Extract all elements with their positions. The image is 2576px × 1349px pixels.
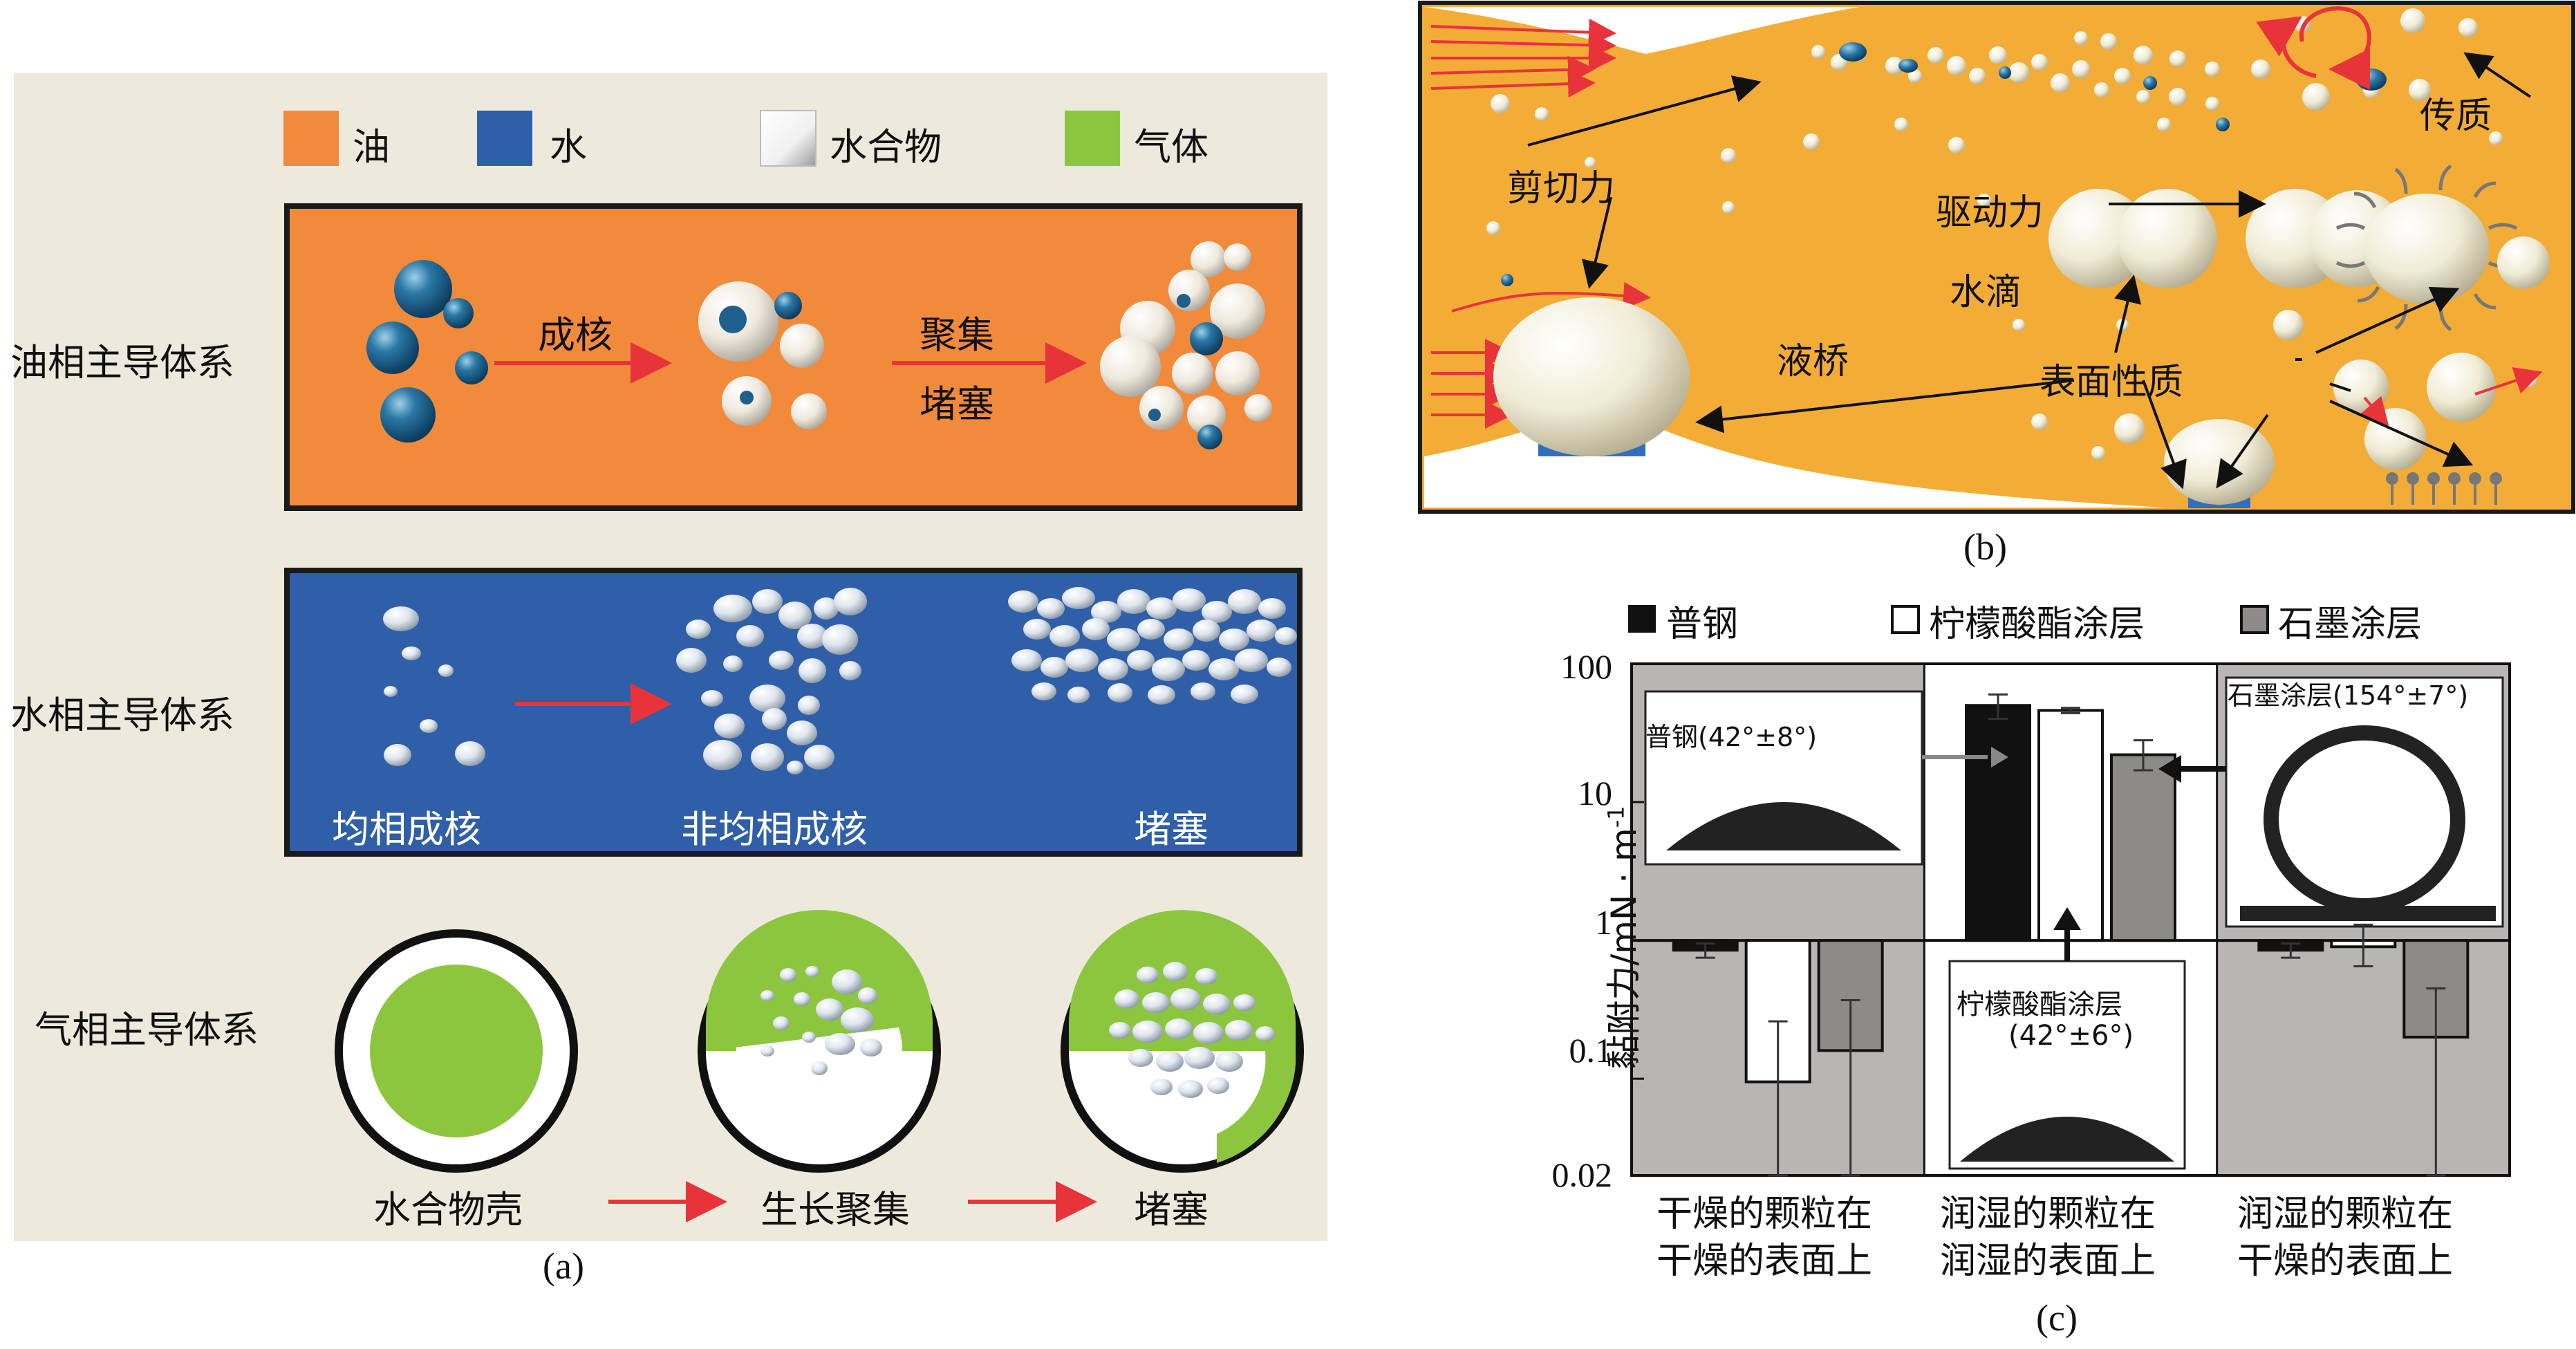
y-tick-10: 10 — [1578, 774, 1612, 812]
legend-oil-label: 油 — [353, 125, 390, 169]
oil-step-blockage: 堵塞 — [920, 382, 994, 426]
y-tick-0.02: 0.02 — [1551, 1155, 1613, 1194]
legend-gas-swatch — [1065, 111, 1120, 166]
caption-c: (c) — [2036, 1297, 2078, 1339]
surface-molecules — [2386, 472, 2502, 505]
bar-3-2 — [2110, 753, 2176, 942]
legend-graphite-label: 石墨涂层 — [2278, 604, 2423, 645]
mass-transfer-loop-1 — [2299, 6, 2371, 90]
inset-citrate-drop — [1960, 1117, 2174, 1162]
water-system-label: 水相主导体系 — [10, 694, 234, 737]
legend-gas-label: 气体 — [1134, 125, 1208, 169]
legend-hydrate-swatch — [760, 110, 816, 167]
gas-circle-3 — [1061, 910, 1304, 1173]
legend-hydrate-label: 水合物 — [830, 125, 942, 169]
bar-2-2 — [2037, 709, 2104, 942]
inset-steel-drop — [1666, 802, 1901, 850]
oil-water-droplets — [366, 260, 488, 443]
gas-stage-hydrate-shell: 水合物壳 — [373, 1188, 523, 1231]
label-mass-transfer: 传质 — [2420, 95, 2492, 137]
adhesion-chart — [1630, 662, 2511, 1177]
pipe-wall-top — [1424, 7, 1860, 54]
large-hydrate-particle — [1493, 297, 1690, 456]
mass-transfer-loop-2 — [2256, 16, 2317, 78]
coated-particle-core — [2364, 194, 2489, 304]
y-tick-1: 1 — [1595, 903, 1612, 942]
group-label-2-line-2: 润湿的表面上 — [1939, 1240, 2156, 1282]
particle-pair-left — [2048, 189, 2148, 288]
legend-citrate-swatch — [1891, 605, 1920, 634]
oil-hydrate-shells — [698, 281, 827, 429]
group-label-3-line-1: 润湿的颗粒在 — [2237, 1193, 2453, 1235]
group-label-2-line-1: 润湿的颗粒在 — [1939, 1193, 2156, 1235]
legend-water-swatch — [477, 111, 532, 166]
label-liquid-bridge: 液桥 — [1777, 341, 1849, 382]
inset-graphite-pointer-head — [2158, 755, 2181, 783]
water-homogeneous-nuclei — [383, 606, 485, 766]
legend-steel-swatch — [1628, 605, 1656, 633]
legend-graphite-swatch — [2240, 605, 2269, 634]
inset-graphite-surface — [2240, 906, 2496, 921]
water-blockage-cluster — [1008, 587, 1297, 705]
throat-cluster — [1811, 31, 2220, 131]
gas-stage-growth: 生长聚集 — [760, 1188, 910, 1231]
water-stage-heterogeneous: 非均相成核 — [681, 808, 868, 851]
inset-citrate-pointer-head — [2053, 907, 2081, 930]
label-shear-force: 剪切力 — [1507, 168, 1616, 210]
particle-pair-right — [2118, 189, 2217, 288]
label-surface-property: 表面性质 — [2040, 362, 2184, 403]
particle-path-arrow-2 — [2360, 396, 2389, 427]
legend-citrate-label: 柠檬酸酯涂层 — [1929, 604, 2145, 645]
particle-path-arrow — [2474, 367, 2543, 396]
label-driving-force: 驱动力 — [1936, 192, 2044, 234]
inset-steel-label: 普钢(42°±8°) — [1645, 722, 1818, 752]
inset-graphite-label: 石墨涂层(154°±7°) — [2228, 680, 2469, 711]
legend-oil-swatch — [283, 111, 339, 166]
gas-circle-1 — [335, 929, 578, 1173]
panel-b-graphics — [1418, 1, 2575, 514]
chart-frame — [1630, 662, 2511, 1177]
oil-system-label: 油相主导体系 — [10, 341, 234, 384]
y-tick-0.1: 0.1 — [1569, 1031, 1613, 1070]
panel-a-graphics — [14, 73, 1327, 1241]
water-stage-blockage: 堵塞 — [1134, 808, 1208, 851]
caption-b: (b) — [1963, 526, 2007, 568]
throat-water-droplets — [1501, 42, 2387, 286]
legend-water-label: 水 — [550, 125, 587, 169]
inset-steel-pointer-head — [1991, 747, 2008, 767]
label-arrows — [1527, 52, 2532, 490]
gas-system-label: 气相主导体系 — [35, 1008, 259, 1052]
group-label-1-line-1: 干燥的颗粒在 — [1656, 1193, 1872, 1235]
oil-aggregated-hydrates — [1100, 241, 1272, 449]
water-heterogeneous-nuclei — [676, 588, 867, 774]
group-label-2: 润湿的颗粒在 润湿的表面上 — [1923, 1191, 2172, 1285]
group-label-3-line-2: 干燥的表面上 — [2237, 1240, 2453, 1282]
oil-step-nucleation: 成核 — [538, 313, 613, 357]
bar-1-2 — [1965, 704, 2031, 942]
gas-circle-2 — [698, 910, 941, 1173]
y-tick-100: 100 — [1560, 647, 1612, 686]
group-label-1: 干燥的颗粒在 干燥的表面上 — [1640, 1191, 1889, 1285]
inset-citrate-label-2: (42°±6°) — [2008, 1020, 2134, 1052]
legend-steel-label: 普钢 — [1666, 604, 1739, 645]
wall-particle — [2164, 419, 2275, 505]
gas-stage-blockage: 堵塞 — [1134, 1188, 1208, 1231]
group-label-1-line-2: 干燥的表面上 — [1656, 1240, 1872, 1282]
water-stage-homogeneous: 均相成核 — [332, 808, 481, 851]
label-water-droplet: 水滴 — [1950, 272, 2022, 313]
group-label-3: 润湿的颗粒在 干燥的表面上 — [2221, 1191, 2470, 1285]
oil-step-aggregation: 聚集 — [920, 313, 994, 357]
caption-a: (a) — [543, 1245, 584, 1287]
inset-citrate-label-1: 柠檬酸酯涂层 — [1957, 989, 2122, 1021]
